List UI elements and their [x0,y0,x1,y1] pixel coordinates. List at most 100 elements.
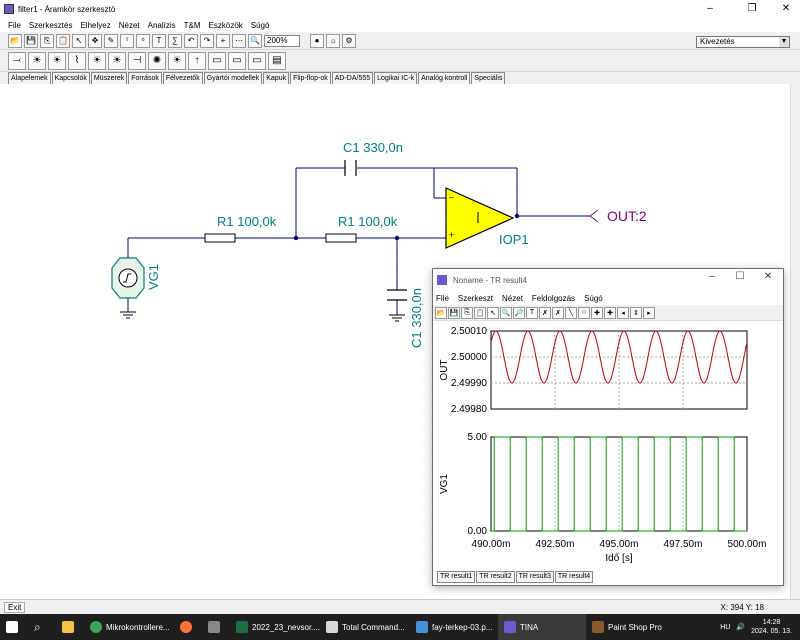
result-zoom-out-icon[interactable]: 🔎 [513,306,525,319]
result-marker1-icon[interactable]: ✚ [591,306,603,319]
grid-icon[interactable]: ⋯ [232,33,246,48]
fault-icon[interactable]: ⚙ [342,33,356,48]
menu-tools[interactable]: Eszközök [208,20,243,30]
led-icon[interactable]: ✺ [148,51,166,70]
tab-logic-ic[interactable]: Logikai IC-k [374,72,418,84]
start-button[interactable] [0,614,28,640]
meter-icon[interactable]: ☀ [168,51,186,70]
dc-analysis-icon[interactable]: ● [310,33,324,48]
tab-adda[interactable]: AD-DA/555 [331,72,374,84]
vertical-scrollbar[interactable] [790,84,800,599]
lamp2-icon[interactable]: ☀ [48,51,66,70]
taskbar-total-commander[interactable]: Total Command... [320,614,410,640]
tab-meters[interactable]: Müszerek [90,72,128,84]
close-icon[interactable]: ✕ [781,3,791,14]
iop1-label[interactable]: IOP1 [499,232,529,247]
menu-file[interactable]: File [8,20,21,30]
tab-gates[interactable]: Kapuk [263,72,290,84]
result-arrow-left-icon[interactable]: ◂ [617,306,629,319]
text-icon[interactable]: T [152,33,166,48]
search-button[interactable]: ⌕ [28,614,56,640]
result-arrow-updown-icon[interactable]: ⇕ [630,306,642,319]
display1-icon[interactable]: ▭ [208,51,226,70]
menu-edit[interactable]: Szerkesztés [28,20,73,30]
result-open-icon[interactable]: 📂 [435,306,447,319]
node-label-icon[interactable]: ᵒ [136,33,150,48]
pointer-icon[interactable]: ↖ [72,33,86,48]
mode-combo[interactable]: Kivezetés ▼ [696,36,790,48]
undo-icon[interactable]: ↶ [184,33,198,48]
tab-tr-result4[interactable]: TR result4 [554,571,594,583]
display3-icon[interactable]: ▭ [248,51,266,70]
menu-analysis[interactable]: Analízis [147,20,176,30]
result-menu-process[interactable]: Feldolgozás [531,293,576,303]
taskbar-app[interactable] [202,614,230,640]
tray-lang[interactable]: HU [720,623,731,631]
result-window[interactable]: Noname - TR result4 – ☐ ✕ File Szerkeszt… [432,268,784,586]
redo-icon[interactable]: ↷ [200,33,214,48]
result-minimize-icon[interactable]: – [709,271,715,282]
bulb2-icon[interactable]: ☀ [108,51,126,70]
clock[interactable]: 14:28 2024. 05. 13. [751,619,792,635]
lamp-icon[interactable]: ☀ [28,51,46,70]
taskbar-paintshop[interactable]: Paint Shop Pro [586,614,668,640]
pen-icon[interactable]: ✎ [104,33,118,48]
taskbar-tina[interactable]: TINA [498,614,586,640]
tab-analog-control[interactable]: Analóg kontroll [418,72,471,84]
taskbar-excel[interactable]: 2022_23_nevsor.... [230,614,320,640]
probe-icon[interactable]: ↑ [188,51,206,70]
menu-help[interactable]: Súgó [250,20,270,30]
display2-icon[interactable]: ▭ [228,51,246,70]
display4-icon[interactable]: ▤ [268,51,286,70]
result-copy-icon[interactable]: ⎘ [461,306,473,319]
tab-tr-result2[interactable]: TR result2 [476,571,515,583]
minimize-icon[interactable]: – [707,3,713,14]
result-menu-file[interactable]: File [436,293,449,303]
zoom-icon[interactable]: 🔍 [248,33,262,48]
tab-manufacturer-models[interactable]: Gyártói modellek [203,72,263,84]
c1-top-label[interactable]: C1 330,0n [343,140,403,155]
label-icon[interactable]: ᴵ [120,33,134,48]
menu-tm[interactable]: T&M [183,20,201,30]
taskbar-firefox[interactable] [174,614,202,640]
tab-tr-result3[interactable]: TR result3 [515,571,554,583]
result-menu-edit[interactable]: Szerkeszt [457,293,494,303]
switch-icon[interactable]: ⤙ [8,51,26,70]
output-label[interactable]: OUT:2 [607,208,647,224]
status-exit-tab[interactable]: Exit [4,601,26,613]
result-line-icon[interactable]: ╲ [565,306,577,319]
explorer-button[interactable] [56,614,84,640]
add-icon[interactable]: + [216,33,230,48]
result-maximize-icon[interactable]: ☐ [735,271,745,282]
menu-view[interactable]: Nézet [118,20,140,30]
bulb-icon[interactable]: ☀ [88,51,106,70]
menu-place[interactable]: Elhelyez [80,20,111,30]
paste-icon[interactable]: 📋 [56,33,70,48]
result-menu-view[interactable]: Nézet [502,293,523,303]
tab-switches[interactable]: Kapcsolók [51,72,90,84]
result-close-icon[interactable]: ✕ [763,271,773,282]
r1-left-label[interactable]: R1 100,0k [217,214,277,229]
result-pointer-icon[interactable]: ↖ [487,306,499,319]
result-cursor-a-icon[interactable]: ✗ [539,306,551,319]
move-icon[interactable]: ✥ [88,33,102,48]
vg1-label[interactable]: VG1 [146,263,161,290]
volume-icon[interactable]: 🔊 [736,624,746,631]
tab-special[interactable]: Speciális [471,72,506,84]
result-paste-icon[interactable]: 📋 [474,306,486,319]
copy-icon[interactable]: ⎘ [40,33,54,48]
result-marker2-icon[interactable]: ✚ [604,306,616,319]
transient-plot[interactable]: 2.500102.500002.499902.49980OUT5.000.00V… [433,321,783,574]
r1-right-label[interactable]: R1 100,0k [338,214,398,229]
result-menu-help[interactable]: Súgó [584,293,603,303]
result-circle-icon[interactable]: ○ [578,306,590,319]
result-text-icon[interactable]: T [526,306,538,319]
tab-tr-result1[interactable]: TR result1 [437,571,476,583]
tab-semiconductors[interactable]: Félvezetők [162,72,203,84]
wire-icon[interactable]: ⊣ [128,51,146,70]
save-icon[interactable]: 💾 [24,33,38,48]
tab-sources[interactable]: Források [128,72,162,84]
result-save-icon[interactable]: 💾 [448,306,460,319]
zoom-select[interactable]: 200% [264,34,300,47]
tab-flipflops[interactable]: Flip-flop-ok [290,72,331,84]
